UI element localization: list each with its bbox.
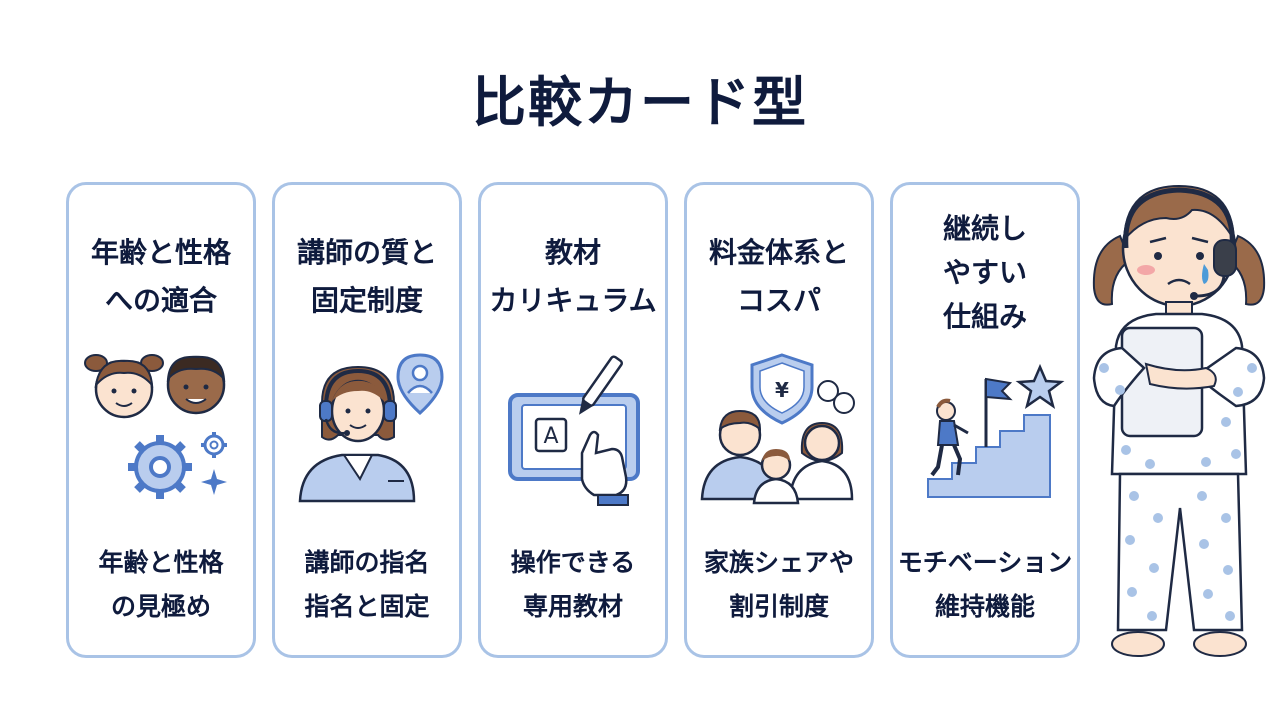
- worried-girl-pajamas-icon: [1092, 184, 1266, 657]
- comparison-card-teacher-quality: 講師の質と 固定制度 講師の指名 指名と固定: [272, 182, 462, 658]
- comparison-card-age-personality: 年齢と性格 への適合: [66, 182, 256, 658]
- comparison-card-curriculum: 教材 カリキュラム A 操作できる 専用教材: [478, 182, 668, 658]
- children-and-gears-icon: [84, 354, 227, 499]
- tablet-letter: A: [543, 424, 558, 449]
- card-title: 年齢と性格 への適合: [90, 236, 231, 317]
- card-subtitle: 家族シェアや 割引制度: [703, 548, 854, 621]
- headset-teacher-icon: [298, 353, 444, 503]
- comparison-card-pricing: 料金体系と コスパ ¥ 家族シェアや 割引制度: [684, 182, 874, 658]
- yen-symbol: ¥: [775, 378, 789, 402]
- card-subtitle: 年齢と性格 の見極め: [98, 548, 224, 621]
- stairs-flag-star-icon: [927, 363, 1065, 498]
- card-title: 料金体系と コスパ: [708, 236, 849, 317]
- card-subtitle: モチベーション 維持機能: [897, 548, 1073, 621]
- card-subtitle: 講師の指名 指名と固定: [304, 548, 430, 621]
- tablet-pen-icon: A: [508, 355, 640, 506]
- family-shield-yen-icon: ¥: [700, 353, 855, 505]
- card-title: 教材 カリキュラム: [489, 236, 657, 317]
- comparison-card-continuity: 継続し やすい 仕組み モチベーション 維持機能: [890, 182, 1080, 658]
- card-title: 継続し やすい 仕組み: [942, 212, 1027, 333]
- card-subtitle: 操作できる 専用教材: [510, 548, 636, 621]
- page-title: 比較カード型: [472, 71, 808, 134]
- card-title: 講師の質と 固定制度: [296, 236, 437, 317]
